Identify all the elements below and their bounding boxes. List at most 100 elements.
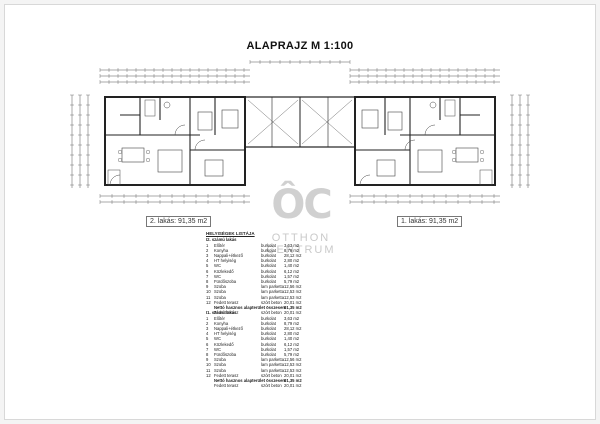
- sofa: [157, 149, 183, 173]
- total-value: 91,35 m2: [284, 304, 302, 310]
- room-mat: burkolat: [261, 325, 276, 331]
- room-area: 1,40 m2: [284, 263, 300, 269]
- room-name: WC: [214, 263, 221, 269]
- room-area: 28,12 m2: [284, 325, 302, 331]
- total-label: Nettó hasznos alapterület összesen:: [214, 304, 287, 310]
- room-area: 8,79 m2: [284, 320, 300, 326]
- entrance-step: [107, 169, 121, 186]
- bathtub: [444, 99, 456, 117]
- room-area: 5,79 m2: [284, 351, 300, 357]
- room-n: 5: [206, 336, 209, 342]
- drawing-title: ALAPRAJZ M 1:100: [246, 40, 354, 52]
- room-n: 2: [206, 320, 209, 326]
- room-n: 6: [206, 341, 209, 347]
- terrace-mat: szórt beton: [261, 383, 282, 389]
- room-area: 12,53 m2: [284, 367, 302, 373]
- room-mat: lam parketta: [261, 367, 285, 373]
- bed: [387, 111, 403, 131]
- room-name: HT helyiség: [214, 258, 237, 264]
- door-swing: [109, 174, 121, 186]
- room-n: 11: [206, 367, 211, 373]
- sofa: [417, 149, 443, 173]
- room-area: 20,01 m2: [284, 372, 302, 378]
- chair: [117, 149, 122, 154]
- room-n: 1: [206, 242, 209, 248]
- stair-diagonal: [301, 99, 353, 145]
- total-value: 91,35 m2: [284, 377, 302, 383]
- unit-2-area-label: 2. lakás: 91,35 m2: [146, 216, 212, 227]
- room-mat: lam parketta: [261, 289, 285, 295]
- room-mat: burkolat: [261, 263, 276, 269]
- room-name: Fedett terasz: [214, 299, 239, 305]
- room-name: WC: [214, 336, 221, 342]
- bathtub: [144, 99, 156, 117]
- chair: [145, 149, 150, 154]
- room-mat: burkolat: [261, 351, 276, 357]
- room-name: Előtér: [214, 242, 225, 248]
- room-area: 28,12 m2: [284, 252, 302, 258]
- room-mat: burkolat: [261, 278, 276, 284]
- room-name: WC: [214, 273, 221, 279]
- unit-heading: I2. számú lakás: [206, 237, 237, 242]
- bed: [221, 109, 239, 129]
- room-name: Szoba: [214, 284, 226, 290]
- room-area: 12,53 m2: [284, 294, 302, 300]
- room-area: 20,01 m2: [284, 299, 302, 305]
- room-n: 12: [206, 299, 211, 305]
- room-mat: burkolat: [261, 273, 276, 279]
- room-n: 8: [206, 278, 209, 284]
- room-mat: burkolat: [261, 320, 276, 326]
- room-area: 12,56 m2: [284, 357, 302, 363]
- room-area: 1,57 m2: [284, 273, 300, 279]
- bed: [376, 159, 396, 177]
- room-n: 9: [206, 357, 209, 363]
- room-area: 12,53 m2: [284, 289, 302, 295]
- room-name: HT helyiség: [214, 331, 237, 337]
- room-name: Fürdőszoba: [214, 278, 237, 284]
- room-name: Nappali+étkező: [214, 252, 243, 258]
- chair: [117, 157, 122, 162]
- room-area: 8,79 m2: [284, 247, 300, 253]
- room-mat: lam parketta: [261, 362, 285, 368]
- unit-heading: I1. számú lakás: [206, 310, 237, 315]
- unit-1-area-label: 1. lakás: 91,35 m2: [397, 216, 463, 227]
- terrace-mat: szórt beton: [261, 310, 282, 316]
- room-mat: szórt beton: [261, 372, 282, 378]
- room-area: 1,57 m2: [284, 346, 300, 352]
- room-name: Közlekedő: [214, 268, 234, 274]
- room-area: 5,79 m2: [284, 278, 300, 284]
- room-area: 6,12 m2: [284, 268, 300, 274]
- chair: [480, 157, 485, 162]
- room-area: 12,53 m2: [284, 362, 302, 368]
- room-name: Nappali+étkező: [214, 325, 243, 331]
- room-mat: lam parketta: [261, 284, 285, 290]
- terrace-name: Fedett terasz: [214, 310, 239, 316]
- room-n: 3: [206, 252, 209, 258]
- room-name: Konyha: [214, 320, 229, 326]
- room-area: 2,80 m2: [284, 258, 300, 264]
- room-name: WC: [214, 346, 221, 352]
- room-name: Fedett terasz: [214, 372, 239, 378]
- toilet: [163, 101, 171, 109]
- room-n: 7: [206, 346, 209, 352]
- toilet: [429, 101, 437, 109]
- door-swing: [404, 139, 416, 151]
- room-n: 10: [206, 289, 211, 295]
- room-n: 8: [206, 351, 209, 357]
- room-n: 12: [206, 372, 211, 378]
- room-n: 1: [206, 315, 209, 321]
- room-n: 10: [206, 362, 211, 368]
- drawing-sheet: [4, 4, 596, 420]
- room-n: 4: [206, 331, 209, 337]
- room-mat: burkolat: [261, 336, 276, 342]
- room-area: 2,80 m2: [284, 331, 300, 337]
- room-area: 1,40 m2: [284, 336, 300, 342]
- chair: [452, 149, 457, 154]
- room-mat: burkolat: [261, 258, 276, 264]
- room-name: Szoba: [214, 362, 226, 368]
- room-name: Szoba: [214, 357, 226, 363]
- room-name: Szoba: [214, 289, 226, 295]
- room-mat: burkolat: [261, 247, 276, 253]
- room-area: 6,12 m2: [284, 341, 300, 347]
- chair: [452, 157, 457, 162]
